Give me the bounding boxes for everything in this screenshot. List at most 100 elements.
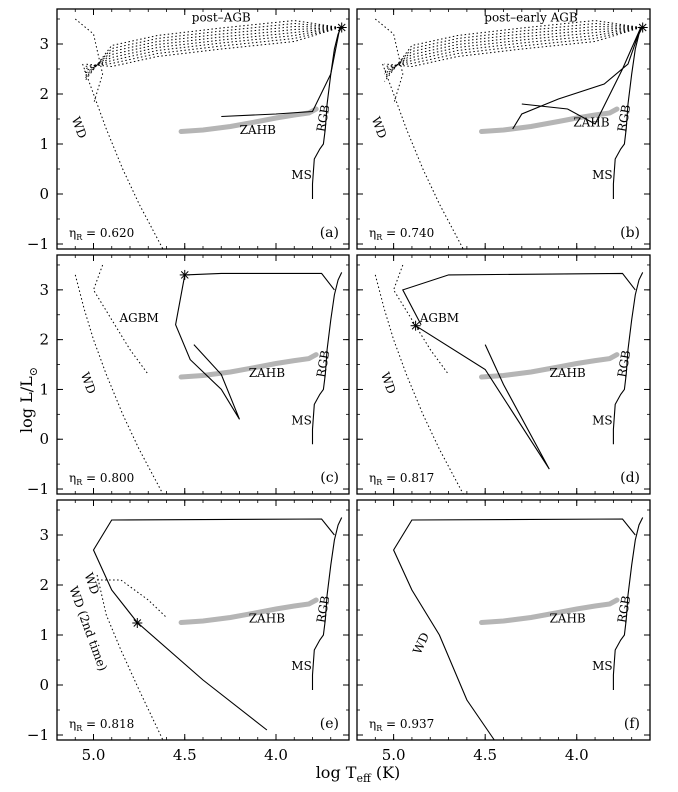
panel-letter: (a)	[320, 225, 339, 241]
x-axis-title-main: log T	[316, 763, 357, 782]
eta-label: ηR = 0.937	[369, 717, 434, 733]
zahb-track	[479, 352, 620, 380]
flash-loop	[415, 325, 550, 470]
track-label: MS	[291, 659, 312, 673]
eta-value: 0.937	[400, 717, 434, 731]
track-label: WD	[378, 370, 399, 395]
eta-symbol: η	[69, 226, 76, 240]
hb-agb-track	[221, 27, 341, 118]
post-agb-loop	[84, 27, 340, 70]
post-agb-loop	[384, 27, 641, 67]
track-label: WD	[81, 571, 102, 596]
track-label: ZAHB	[573, 116, 609, 130]
ms-rgb-track	[311, 26, 343, 199]
eta-symbol: η	[369, 226, 376, 240]
svg-text:log L/L⊙: log L/L⊙	[17, 367, 40, 433]
panel-letter: (c)	[320, 470, 339, 486]
upper-track	[184, 272, 335, 291]
y-axis-title-sun: ⊙	[27, 367, 40, 376]
track-label: ZAHB	[549, 612, 585, 626]
wd-second-loop	[97, 579, 167, 618]
x-tick-label: 4.5	[173, 746, 197, 764]
wd-cooling-track	[374, 274, 464, 495]
eta-label: ηR = 0.800	[69, 471, 134, 487]
post-agb-loop	[384, 27, 641, 68]
track-label: WD (2nd time)	[66, 584, 110, 673]
upper-track	[402, 272, 636, 325]
y-tick-label: 0	[39, 185, 49, 203]
eta-symbol: η	[369, 717, 376, 731]
y-axis-title-main: log L/L	[17, 376, 36, 433]
x-tick-label: 4.0	[264, 746, 288, 764]
panel-letter: (f)	[624, 716, 640, 732]
zahb-track	[479, 106, 620, 134]
ms-rgb-track	[612, 26, 644, 199]
post-agb-loop	[384, 27, 641, 75]
track-label: RGB	[615, 103, 634, 133]
track-label: WD	[69, 115, 90, 140]
zahb-track	[178, 597, 319, 625]
eta-equals: =	[82, 471, 100, 485]
eta-label: ηR = 0.817	[369, 471, 434, 487]
y-tick-label: 2	[39, 331, 49, 349]
eta-symbol: η	[69, 717, 76, 731]
track-label: WD	[369, 115, 390, 140]
eta-symbol: η	[369, 471, 376, 485]
panel-letter: (b)	[620, 225, 640, 241]
track-label: RGB	[615, 594, 634, 624]
post-agb-loop	[384, 19, 641, 82]
track-label: ZAHB	[249, 366, 285, 380]
y-tick-label: −1	[27, 235, 49, 253]
post-agb-loop	[384, 22, 641, 80]
wd-cooling-track	[96, 574, 164, 741]
post-agb-loop	[84, 25, 340, 77]
track-label: ZAHB	[249, 612, 285, 626]
eta-value: 0.817	[400, 471, 434, 485]
track-label: RGB	[314, 103, 333, 133]
zahb-track	[178, 352, 319, 380]
track-label: WD	[78, 370, 99, 395]
eta-subscript: R	[76, 724, 83, 733]
y-tick-label: −1	[27, 726, 49, 744]
post-agb-loop	[84, 22, 340, 80]
x-axis-title: log Teff (K)	[316, 763, 401, 785]
wd-knee	[74, 18, 104, 105]
track-label: MS	[592, 413, 613, 427]
x-axis-title-unit: (K)	[371, 763, 401, 782]
flash-marker	[336, 22, 347, 33]
track-label: MS	[592, 168, 613, 182]
y-tick-label: 2	[39, 576, 49, 594]
track-label: AGBM	[118, 311, 158, 325]
post-agb-loop	[84, 27, 341, 68]
ms-rgb-track	[612, 272, 644, 445]
x-tick-label: 5.0	[82, 746, 106, 764]
eta-subscript: R	[376, 478, 383, 487]
eta-equals: =	[382, 226, 400, 240]
track-label: RGB	[615, 349, 634, 379]
track-label: ZAHB	[549, 366, 585, 380]
y-tick-label: 1	[39, 626, 49, 644]
eta-subscript: R	[376, 724, 383, 733]
y-tick-label: 1	[39, 135, 49, 153]
wd-cooling-track	[74, 274, 164, 495]
track-label: ZAHB	[240, 123, 276, 137]
y-tick-label: 3	[39, 35, 49, 53]
track-label: post–early AGB	[484, 11, 578, 25]
wd-knee	[374, 18, 404, 105]
panel-letter: (e)	[320, 716, 339, 732]
y-tick-label: 2	[39, 85, 49, 103]
y-tick-label: 0	[39, 430, 49, 448]
track-label: MS	[592, 659, 613, 673]
ms-rgb-track	[311, 272, 343, 445]
hb-loop-track	[512, 27, 642, 130]
eta-value: 0.740	[400, 226, 434, 240]
eta-label: ηR = 0.620	[69, 226, 134, 242]
eta-value: 0.818	[100, 717, 134, 731]
x-tick-label: 4.0	[565, 746, 589, 764]
flash-marker	[410, 320, 421, 331]
eta-symbol: η	[69, 471, 76, 485]
post-agb-loop	[384, 25, 641, 77]
